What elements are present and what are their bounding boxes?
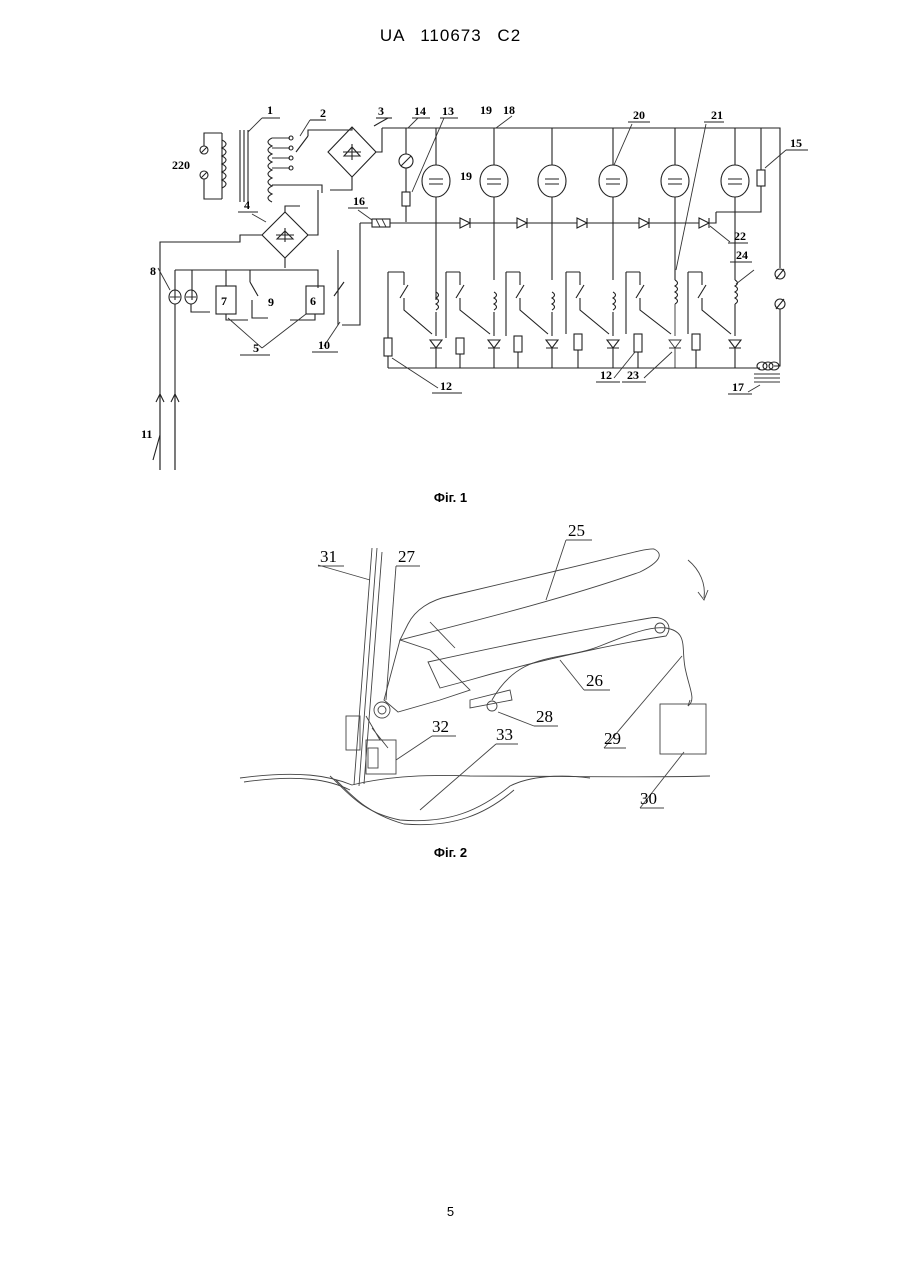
label-10: 10 bbox=[318, 338, 330, 352]
label-4: 4 bbox=[244, 198, 250, 212]
label-12b: 12 bbox=[600, 368, 612, 382]
figure-1-caption: Фіг. 1 bbox=[0, 490, 901, 505]
label-14: 14 bbox=[414, 104, 426, 118]
voltage-label: 220 bbox=[172, 158, 190, 172]
resistor-15 bbox=[757, 170, 765, 186]
label-15: 15 bbox=[790, 136, 802, 150]
label-24: 24 bbox=[736, 248, 748, 262]
resistor-13 bbox=[402, 192, 410, 206]
label-7: 7 bbox=[221, 294, 227, 308]
tube-3 bbox=[538, 128, 566, 280]
figure-2-caption: Фіг. 2 bbox=[0, 845, 901, 860]
bridge-rectifier-3 bbox=[308, 127, 382, 190]
label-2: 2 bbox=[320, 106, 326, 120]
coil-17 bbox=[754, 362, 780, 382]
mains-terminals bbox=[200, 133, 222, 199]
bridge-rectifier-4 bbox=[160, 190, 318, 470]
label-17: 17 bbox=[732, 380, 744, 394]
label-18: 18 bbox=[503, 103, 515, 117]
tube-1 bbox=[422, 128, 450, 280]
label-19-region: 19 bbox=[460, 169, 472, 183]
label-20: 20 bbox=[633, 108, 645, 122]
label-19: 19 bbox=[480, 103, 492, 117]
switch-9 bbox=[250, 270, 258, 296]
label-8: 8 bbox=[150, 264, 156, 278]
page-number: 5 bbox=[0, 1204, 901, 1219]
label-13: 13 bbox=[442, 104, 454, 118]
label-9: 9 bbox=[268, 295, 274, 309]
choke-16 bbox=[372, 219, 390, 227]
label-23: 23 bbox=[627, 368, 639, 382]
label-11: 11 bbox=[141, 427, 152, 441]
plug-11: 11 bbox=[141, 394, 179, 470]
relay-section bbox=[384, 272, 760, 368]
diode-chain-22 bbox=[360, 212, 716, 228]
label-21: 21 bbox=[711, 108, 723, 122]
label-1: 1 bbox=[267, 103, 273, 117]
label-16: 16 bbox=[353, 194, 365, 208]
capacitor-tubes bbox=[422, 128, 749, 280]
tube-4 bbox=[599, 128, 627, 280]
switch-10 bbox=[334, 250, 344, 325]
label-5: 5 bbox=[253, 341, 259, 355]
transformer bbox=[222, 130, 322, 202]
tube-2 bbox=[480, 128, 508, 280]
label-6: 6 bbox=[310, 294, 316, 308]
tube-5 bbox=[661, 128, 689, 280]
label-12a: 12 bbox=[440, 379, 452, 393]
bus-18 bbox=[382, 128, 780, 200]
label-3: 3 bbox=[378, 104, 384, 118]
label-22: 22 bbox=[734, 229, 746, 243]
